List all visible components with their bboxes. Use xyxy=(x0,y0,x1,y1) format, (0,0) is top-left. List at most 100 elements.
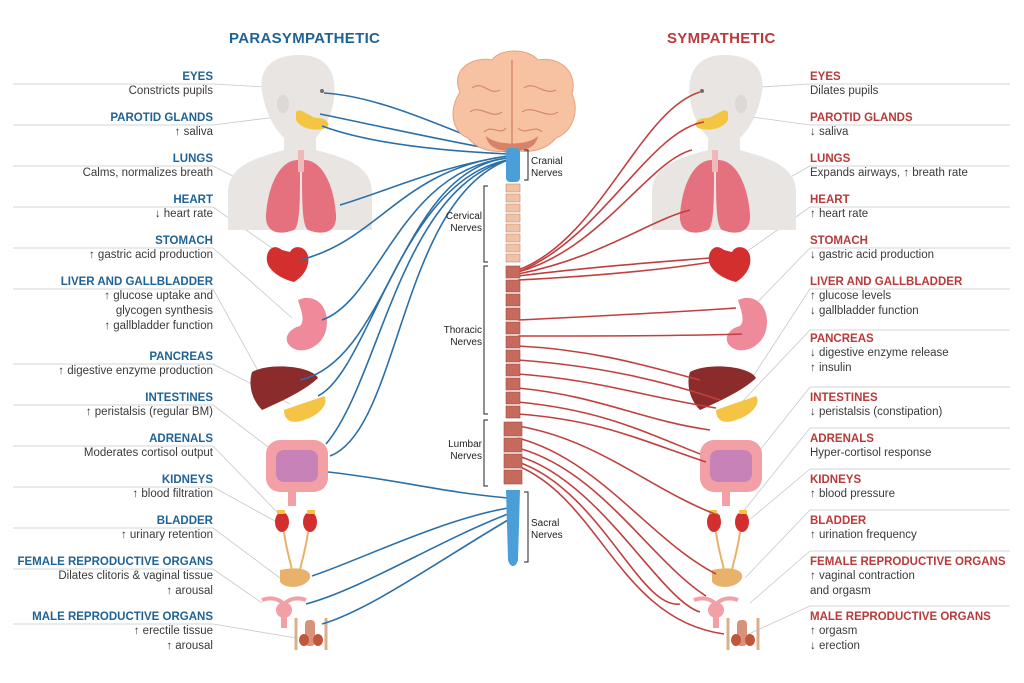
effect-description: ↑ heart rate xyxy=(810,208,869,220)
nerve-brackets xyxy=(483,149,529,563)
effect-description: ↑ vaginal contraction and orgasm xyxy=(810,570,915,597)
para-effect-heart: HEART ↓ heart rate xyxy=(13,193,213,222)
left-pancreas-icon xyxy=(284,396,326,422)
organ-title: KIDNEYS xyxy=(161,474,213,486)
organ-title: LUNGS xyxy=(810,153,851,165)
effect-description: ↑ gastric acid production xyxy=(88,249,213,261)
effect-description: ↓ digestive enzyme release ↑ insulin xyxy=(810,347,949,374)
effect-description: Calms, normalizes breath xyxy=(82,167,213,179)
right-liver-icon xyxy=(688,366,756,410)
left-female-reproductive-icon xyxy=(261,596,307,628)
effect-description: ↑ digestive enzyme production xyxy=(58,365,213,377)
organ-title: EYES xyxy=(810,71,841,83)
organ-title: HEART xyxy=(810,194,850,206)
para-effect-stomach: STOMACH ↑ gastric acid production xyxy=(13,234,213,263)
organ-title: INTESTINES xyxy=(145,392,213,404)
parasympathetic-header: PARASYMPATHETIC xyxy=(229,30,381,47)
effect-description: ↑ urination frequency xyxy=(810,529,917,541)
organ-title: LIVER AND GALLBLADDER xyxy=(60,276,213,288)
para-effect-eyes: EYES Constricts pupils xyxy=(13,70,213,99)
left-male-reproductive-icon xyxy=(294,618,328,650)
right-pancreas-icon xyxy=(716,396,758,422)
left-body-silhouette xyxy=(228,55,372,230)
effect-description: Expands airways, ↑ breath rate xyxy=(810,167,968,179)
lumbar-nerves-label: Lumbar Nerves xyxy=(448,439,482,462)
organ-title: HEART xyxy=(173,194,213,206)
left-eye-icon xyxy=(320,89,324,93)
organ-title: PANCREAS xyxy=(149,351,213,363)
effect-description: ↑ blood pressure xyxy=(810,488,896,500)
left-heart-icon xyxy=(266,247,309,282)
left-lungs-icon xyxy=(265,150,337,233)
organ-title: ADRENALS xyxy=(149,433,213,445)
thoracic-segments xyxy=(505,265,521,419)
effect-description: Dilates pupils xyxy=(810,85,879,97)
para-effect-kidneys: KIDNEYS↑ blood filtration xyxy=(13,473,213,502)
right-heart-icon xyxy=(708,247,751,282)
symp-effect-eyes: EYES Dilates pupils xyxy=(810,70,1010,99)
organ-title: MALE REPRODUCTIVE ORGANS xyxy=(810,611,991,623)
symp-effect-stomach: STOMACH ↓ gastric acid production xyxy=(810,234,1010,263)
organ-title: PAROTID GLANDS xyxy=(810,112,913,124)
effect-description: ↑ saliva xyxy=(174,126,213,138)
effect-description: Dilates clitoris & vaginal tissue ↑ arou… xyxy=(58,570,213,597)
left-parotid-gland-icon xyxy=(296,110,329,130)
effect-description: ↓ heart rate xyxy=(154,208,213,220)
symp-effect-pancreas: PANCREAS ↓ digestive enzyme release ↑ ins… xyxy=(810,332,1010,376)
symp-effect-kidneys: KIDNEYS ↑ blood pressure xyxy=(810,473,1010,502)
organ-title: KIDNEYS xyxy=(810,474,862,486)
effect-description: Constricts pupils xyxy=(128,85,213,97)
right-intestines-icon xyxy=(700,440,762,506)
left-bladder-icon xyxy=(280,568,311,587)
organ-title: STOMACH xyxy=(155,235,213,247)
effect-description: ↑ glucose uptake and glycogen synthesis … xyxy=(104,290,213,332)
symp-effect-female-reproductive-organs: FEMALE REPRODUCTIVE ORGANS↑ vaginal cont… xyxy=(810,555,1010,599)
organ-title: PANCREAS xyxy=(810,333,874,345)
para-effect-parotid-glands: PAROTID GLANDS ↑ saliva xyxy=(13,111,213,140)
organ-title: FEMALE REPRODUCTIVE ORGANS xyxy=(17,556,213,568)
cervical-segments xyxy=(505,183,521,263)
cervical-nerves-label: Cervical Nerves xyxy=(445,211,482,234)
organ-title: LUNGS xyxy=(172,153,213,165)
thoracic-nerves-label: Thoracic Nerves xyxy=(443,325,482,348)
organ-title: STOMACH xyxy=(810,235,868,247)
organ-title: INTESTINES xyxy=(810,392,878,404)
spinal-cord xyxy=(503,148,523,566)
organ-title: BLADDER xyxy=(156,515,213,527)
para-effect-pancreas: PANCREAS ↑ digestive enzyme production xyxy=(13,350,213,379)
effect-description: ↓ gastric acid production xyxy=(810,249,935,261)
right-stomach-icon xyxy=(726,297,768,351)
effect-description: ↓ peristalsis (constipation) xyxy=(810,406,943,418)
organ-title: LIVER AND GALLBLADDER xyxy=(810,276,963,288)
lumbar-segments xyxy=(503,421,523,485)
effect-description: Moderates cortisol output xyxy=(83,447,213,459)
cranial-nerves-label: Cranial Nerves xyxy=(531,156,563,179)
organ-title: BLADDER xyxy=(810,515,867,527)
effect-description: ↑ glucose levels ↓ gallbladder function xyxy=(810,290,919,317)
left-kidneys-icon xyxy=(275,510,317,571)
right-lungs-icon xyxy=(679,150,751,233)
left-liver-icon xyxy=(250,366,318,410)
sympathetic-nerves xyxy=(517,91,743,635)
organ-title: MALE REPRODUCTIVE ORGANS xyxy=(32,611,213,623)
effect-description: Hyper-cortisol response xyxy=(810,447,932,459)
left-stomach-icon xyxy=(286,297,328,351)
right-eye-icon xyxy=(700,89,704,93)
effect-description: ↓ saliva xyxy=(810,126,849,138)
organ-title: EYES xyxy=(182,71,213,83)
symp-effect-lungs: LUNGS Expands airways, ↑ breath rate xyxy=(810,152,1010,181)
right-kidneys-icon xyxy=(707,510,749,571)
right-male-reproductive-icon xyxy=(726,618,760,650)
cranial-segment xyxy=(506,148,520,182)
organ-title: PAROTID GLANDS xyxy=(110,112,213,124)
sympathetic-header: SYMPATHETIC xyxy=(667,30,776,47)
brain-icon xyxy=(452,50,576,152)
right-female-reproductive-icon xyxy=(693,596,739,628)
sacral-segment xyxy=(506,490,520,566)
right-separator-lines xyxy=(711,83,1010,639)
para-effect-liver-and-gallbladder: LIVER AND GALLBLADDER ↑ glucose uptake an… xyxy=(13,275,213,334)
para-effect-female-reproductive-organs: FEMALE REPRODUCTIVE ORGANS Dilates clitor… xyxy=(13,555,213,599)
symp-effect-heart: HEART ↑ heart rate xyxy=(810,193,1010,222)
right-parotid-gland-icon xyxy=(695,110,728,130)
